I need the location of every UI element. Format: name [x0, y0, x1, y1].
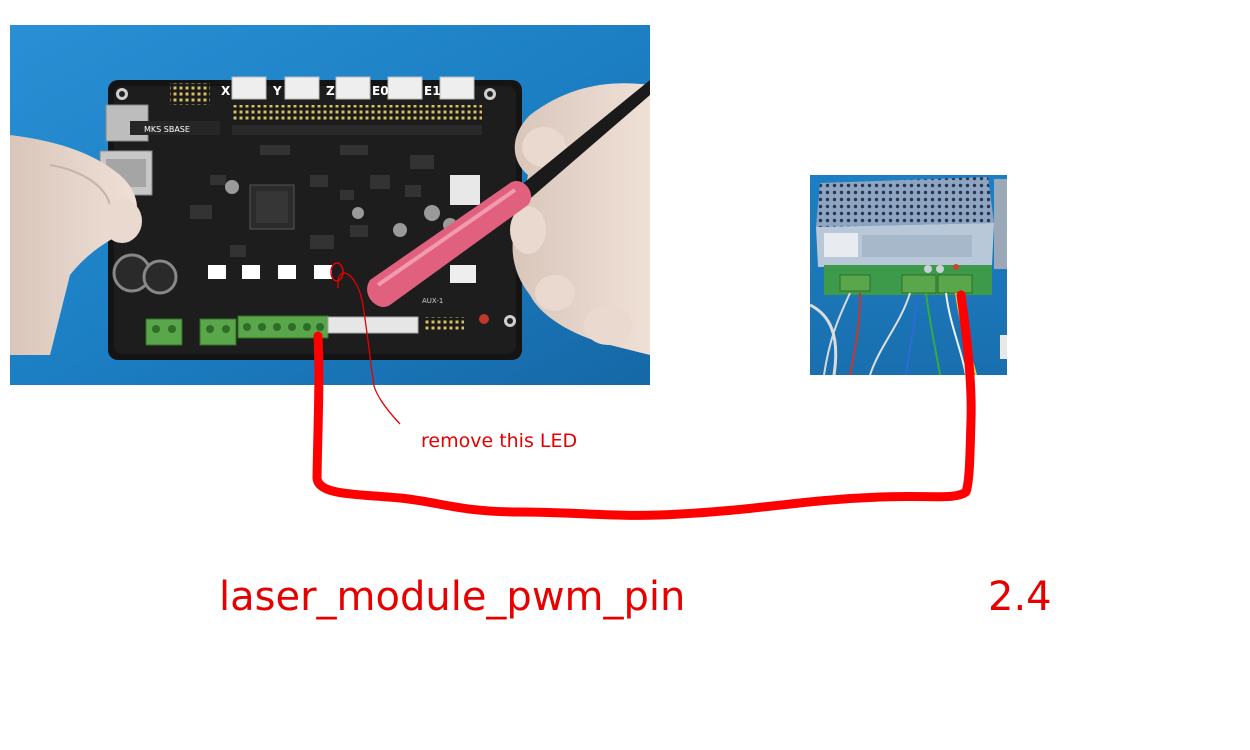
axis-label-y: Y — [272, 84, 282, 98]
axis-label-x: X — [221, 84, 231, 98]
controller-board: X Y Z E0 E1 MKS SBASE — [99, 76, 522, 360]
aux-label: AUX-1 — [422, 297, 443, 305]
pwm-pin-label: laser_module_pwm_pin — [219, 574, 686, 620]
board-name-label: MKS SBASE — [144, 125, 190, 134]
pen-pointer — [367, 80, 650, 307]
axis-label-e0: E0 — [372, 84, 389, 98]
pwm-pin-value: 2.4 — [988, 574, 1052, 620]
laser-power-supply-photo — [810, 175, 1007, 375]
axis-label-e1: E1 — [424, 84, 441, 98]
left-hand — [10, 135, 142, 355]
power-terminal-blocks — [145, 315, 329, 346]
remove-led-note: remove this LED — [421, 430, 578, 452]
controller-board-photo: X Y Z E0 E1 MKS SBASE — [10, 25, 650, 385]
psu-circuit-board — [824, 264, 992, 295]
stepper-connectors — [231, 76, 475, 100]
axis-label-z: Z — [326, 84, 335, 98]
psu-housing — [816, 177, 1007, 269]
